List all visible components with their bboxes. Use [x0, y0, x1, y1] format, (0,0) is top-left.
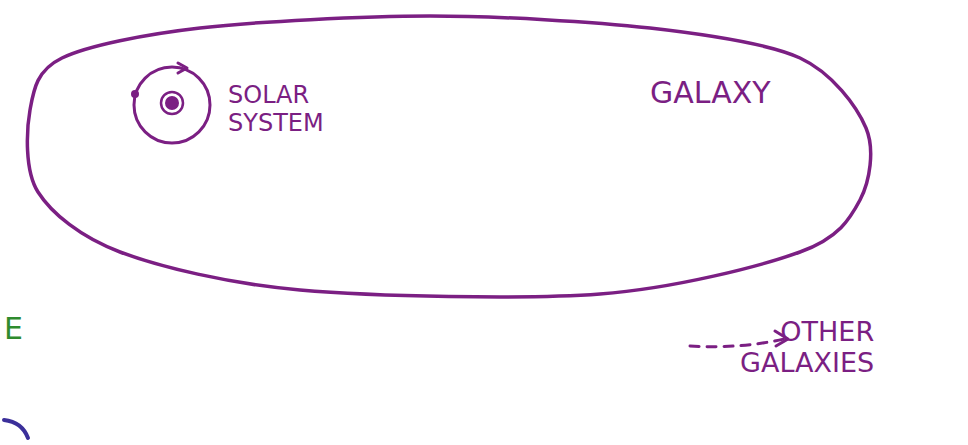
partial-stroke: [4, 420, 28, 438]
sun: [165, 96, 179, 110]
solar-system: SOLAR SYSTEM: [128, 60, 330, 152]
orbit-arrow: [178, 63, 187, 73]
solar-system-label: SOLAR SYSTEM: [228, 82, 324, 137]
orbit-circle: [134, 67, 210, 143]
galaxy-title: GALAXY: [650, 76, 771, 111]
galaxy-outline: GALAXY SOLAR SYSTEM: [18, 10, 878, 305]
fragment-letter: E: [4, 312, 23, 347]
dashed-arrow: [690, 339, 784, 347]
orbit-shape: [128, 60, 220, 152]
region-label: OTHER GALAXIES: [740, 316, 874, 378]
planet: [131, 90, 139, 98]
sun-ring: [161, 92, 183, 114]
galaxy-ellipse: [27, 16, 870, 297]
galaxy-shape: [18, 10, 878, 305]
